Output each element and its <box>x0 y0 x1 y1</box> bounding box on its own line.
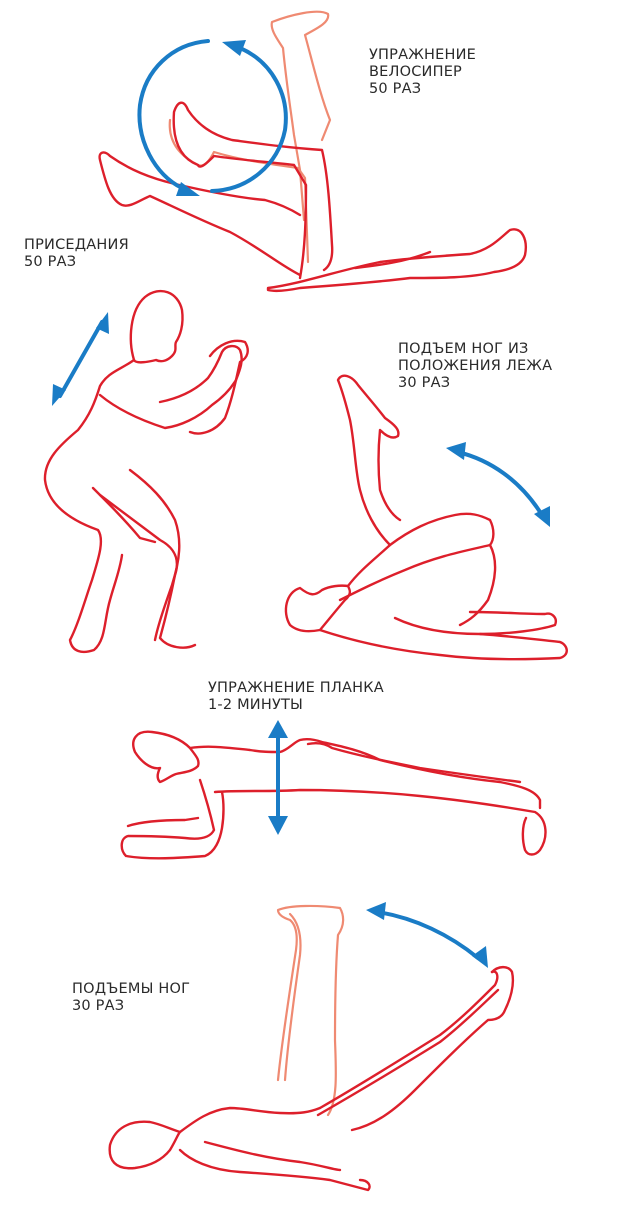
arrowhead-icon <box>268 720 288 738</box>
plank-belly <box>213 788 547 856</box>
plank-forearm <box>126 816 200 828</box>
plank-head <box>132 730 200 784</box>
arrowhead-icon <box>96 312 109 334</box>
bicycle-body <box>266 228 527 293</box>
squat-head <box>129 289 184 364</box>
llr-arrow <box>456 450 544 517</box>
ghost-vertical-leg <box>276 904 345 1117</box>
arrowhead-icon <box>446 442 466 460</box>
arrowhead-icon <box>222 40 246 56</box>
squat-arrow <box>58 320 104 398</box>
llr-body <box>318 628 568 661</box>
label-plank: УПРАЖНЕНИЕ ПЛАНКА 1-2 МИНУТЫ <box>208 680 384 714</box>
label-line: 30 РАЗ <box>398 375 451 391</box>
label-line: УПРАЖНЕНИЕ <box>369 47 476 63</box>
squat-hands <box>188 339 249 435</box>
squat-inner-leg <box>91 486 157 544</box>
label-line: 1-2 МИНУТЫ <box>208 697 304 713</box>
arrowhead-icon <box>268 816 288 835</box>
bicycle-extended-leg <box>98 151 302 277</box>
arrowhead-icon <box>176 182 200 196</box>
leg-raises-leg-outer <box>318 970 499 1110</box>
leg-raises-arm <box>203 1140 342 1172</box>
plank-back-inner <box>306 742 522 784</box>
figure-plank <box>120 720 547 860</box>
squat-arm <box>98 344 243 430</box>
arrowhead-icon <box>52 384 66 406</box>
label-line: ПРИСЕДАНИЯ <box>24 237 129 253</box>
plank-back <box>188 737 542 810</box>
leg-raises-foot <box>350 965 515 1132</box>
label-line: ПОЛОЖЕНИЯ ЛЕЖА <box>398 358 553 374</box>
bicycle-circle-arrow-right <box>210 46 288 193</box>
leg-raises-torso <box>178 1106 322 1134</box>
squat-back-leg <box>98 493 197 649</box>
label-lying-leg-raise: ПОДЪЕМ НОГ ИЗ ПОЛОЖЕНИЯ ЛЕЖА 30 РАЗ <box>398 341 552 392</box>
label-line: 50 РАЗ <box>24 254 77 270</box>
llr-head <box>284 584 352 633</box>
label-line: ПОДЪЕМЫ НОГ <box>72 981 191 997</box>
llr-bent-leg <box>338 543 497 627</box>
squat-front-leg <box>128 468 181 642</box>
plank-arm <box>120 778 225 860</box>
bicycle-circle-arrow-left <box>137 39 210 190</box>
bicycle-thigh <box>172 101 334 280</box>
label-leg-raises: ПОДЪЕМЫ НОГ 30 РАЗ <box>72 981 190 1015</box>
ghost-leg-vertical <box>270 10 332 222</box>
leg-raises-head <box>108 1120 182 1170</box>
ghost-vertical-leg-inner <box>283 912 302 1082</box>
label-line: ВЕЛОСИПЕР <box>369 64 463 80</box>
label-squats: ПРИСЕДАНИЯ 50 РАЗ <box>24 237 129 271</box>
leg-raises-arrow <box>376 910 480 960</box>
label-bicycle: УПРАЖНЕНИЕ ВЕЛОСИПЕР 50 РАЗ <box>369 47 476 98</box>
leg-raises-leg-inner <box>316 988 500 1117</box>
label-line: 30 РАЗ <box>72 998 125 1014</box>
arrowhead-icon <box>534 506 550 527</box>
figure-squat <box>43 289 249 654</box>
arrowhead-icon <box>472 946 488 968</box>
figure-lying-leg-raise <box>284 374 568 661</box>
arrowhead-icon <box>366 902 386 920</box>
figure-leg-raises <box>108 902 515 1192</box>
llr-arm <box>393 610 557 636</box>
llr-thigh <box>346 512 495 588</box>
squat-torso <box>43 358 136 654</box>
label-line: 50 РАЗ <box>369 81 422 97</box>
bicycle-arm <box>353 250 432 270</box>
label-line: ПОДЪЕМ НОГ ИЗ <box>398 341 529 357</box>
figure-bicycle <box>98 10 527 293</box>
leg-raises-back <box>178 1148 371 1192</box>
llr-raised-leg <box>336 374 402 547</box>
label-line: УПРАЖНЕНИЕ ПЛАНКА <box>208 680 384 696</box>
